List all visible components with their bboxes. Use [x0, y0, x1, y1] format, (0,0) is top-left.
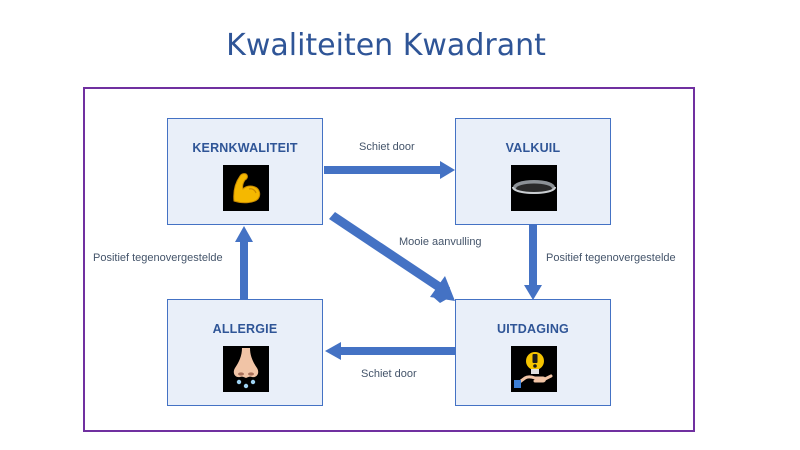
hole-icon	[511, 165, 557, 211]
box-label-allergie: ALLERGIE	[212, 322, 278, 336]
flexed-biceps-icon	[223, 165, 269, 211]
label-right-relation: Positief tegenovergestelde	[546, 252, 676, 264]
box-uitdaging: UITDAGING	[455, 299, 611, 406]
arrow-kernkwaliteit-to-valkuil	[324, 161, 455, 179]
diagram-frame	[83, 87, 695, 432]
box-label-valkuil: VALKUIL	[505, 141, 561, 155]
arrow-uitdaging-to-allergie	[325, 342, 455, 360]
label-top-relation: Schiet door	[359, 141, 415, 153]
box-kernkwaliteit: KERNKWALITEIT	[167, 118, 323, 225]
label-left-relation: Positief tegenovergestelde	[93, 252, 223, 264]
box-label-uitdaging: UITDAGING	[497, 322, 569, 336]
idea-lightbulb-hand-icon	[511, 346, 557, 392]
box-allergie: ALLERGIE	[167, 299, 323, 406]
box-label-kernkwaliteit: KERNKWALITEIT	[192, 141, 298, 155]
box-valkuil: VALKUIL	[455, 118, 611, 225]
runny-nose-icon	[223, 346, 269, 392]
arrow-valkuil-to-uitdaging	[524, 225, 542, 300]
arrow-kernkwaliteit-to-uitdaging	[329, 212, 455, 303]
label-diagonal-relation: Mooie aanvulling	[399, 236, 482, 248]
page-title: Kwaliteiten Kwadrant	[226, 28, 546, 63]
arrow-allergie-to-kernkwaliteit	[235, 226, 253, 299]
label-bottom-relation: Schiet door	[361, 368, 417, 380]
